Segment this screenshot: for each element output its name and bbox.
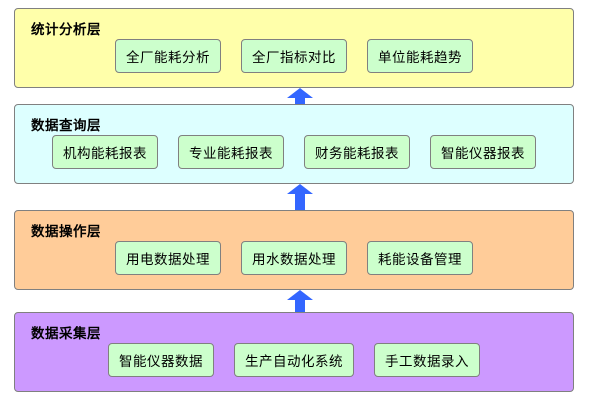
node-collection-2[interactable]: 生产自动化系统 (234, 343, 354, 377)
layer-collection-nodes: 智能仪器数据 生产自动化系统 手工数据录入 (15, 343, 573, 377)
node-query-1[interactable]: 机构能耗报表 (52, 135, 158, 169)
layer-statistics-nodes: 全厂能耗分析 全厂指标对比 单位能耗趋势 (15, 39, 573, 73)
arrow-shaft (295, 297, 305, 312)
arrow-head-up-icon (287, 184, 313, 194)
layer-collection-title: 数据采集层 (31, 326, 101, 341)
layer-operation: 数据操作层 用电数据处理 用水数据处理 耗能设备管理 (14, 210, 574, 290)
arrow-shaft (295, 191, 305, 210)
layer-query-title: 数据查询层 (31, 118, 101, 133)
layer-query: 数据查询层 机构能耗报表 专业能耗报表 财务能耗报表 智能仪器报表 (14, 104, 574, 184)
arrow-head-up-icon (287, 88, 313, 98)
arrow-query-to-statistics (287, 88, 313, 104)
layer-statistics: 统计分析层 全厂能耗分析 全厂指标对比 单位能耗趋势 (14, 8, 574, 88)
node-collection-1[interactable]: 智能仪器数据 (108, 343, 214, 377)
layer-statistics-title: 统计分析层 (31, 22, 101, 37)
arrow-collection-to-operation (287, 290, 313, 312)
layer-operation-title: 数据操作层 (31, 224, 101, 239)
layer-query-nodes: 机构能耗报表 专业能耗报表 财务能耗报表 智能仪器报表 (15, 135, 573, 169)
layer-operation-nodes: 用电数据处理 用水数据处理 耗能设备管理 (15, 241, 573, 275)
node-operation-2[interactable]: 用水数据处理 (241, 241, 347, 275)
arrow-operation-to-query (287, 184, 313, 210)
layer-collection: 数据采集层 智能仪器数据 生产自动化系统 手工数据录入 (14, 312, 574, 392)
node-query-4[interactable]: 智能仪器报表 (430, 135, 536, 169)
node-statistics-3[interactable]: 单位能耗趋势 (367, 39, 473, 73)
arrow-head-up-icon (287, 290, 313, 300)
node-query-3[interactable]: 财务能耗报表 (304, 135, 410, 169)
node-operation-1[interactable]: 用电数据处理 (115, 241, 221, 275)
node-statistics-1[interactable]: 全厂能耗分析 (115, 39, 221, 73)
node-statistics-2[interactable]: 全厂指标对比 (241, 39, 347, 73)
node-collection-3[interactable]: 手工数据录入 (374, 343, 480, 377)
arrow-shaft (295, 95, 305, 104)
node-query-2[interactable]: 专业能耗报表 (178, 135, 284, 169)
node-operation-3[interactable]: 耗能设备管理 (367, 241, 473, 275)
